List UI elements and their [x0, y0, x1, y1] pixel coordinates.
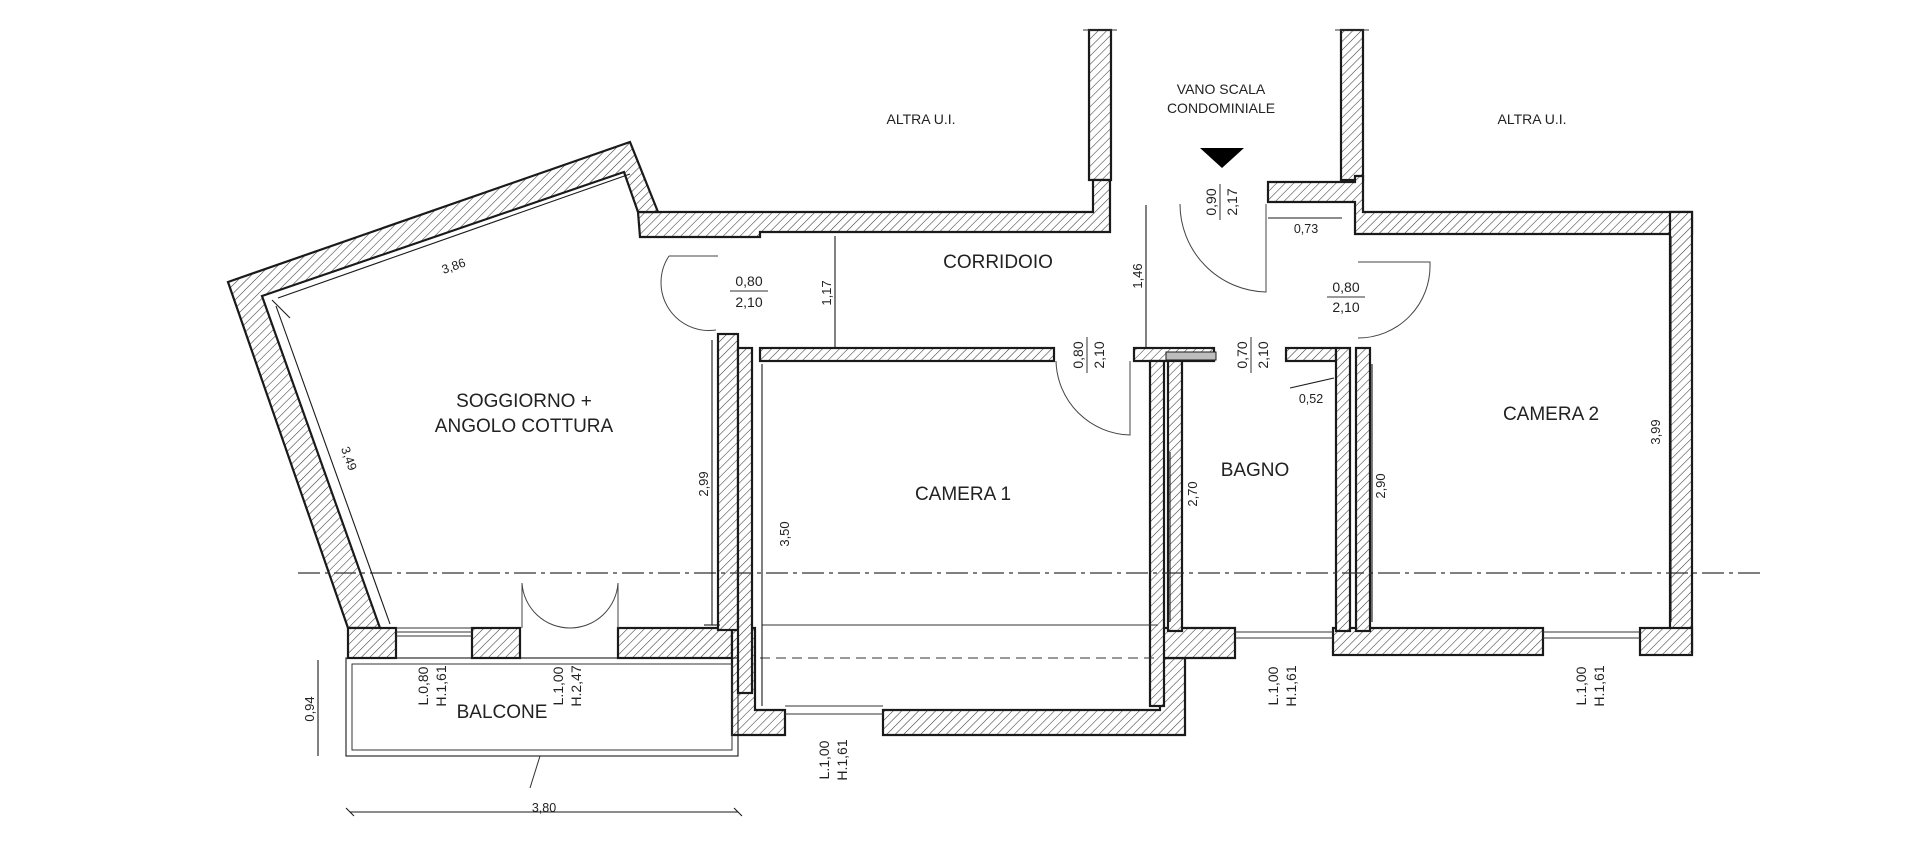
window-camera1-width: L.1,00	[816, 740, 832, 779]
altra-ui-left-label: ALTRA U.I.	[887, 111, 956, 127]
window-soggiorno-height: H.1,61	[433, 665, 449, 706]
room-label-corridoio: CORRIDOIO	[943, 252, 1053, 273]
room-label-soggiorno-line2: ANGOLO COTTURA	[435, 416, 614, 437]
reference-lines	[298, 572, 1760, 659]
door-swings	[521, 203, 1431, 629]
window-soggiorno-width: L.0,80	[415, 666, 431, 705]
dimension-lines	[271, 148, 1672, 817]
door-entrance-width: 0,90	[1203, 188, 1219, 215]
window-bagno-height: H.1,61	[1283, 665, 1299, 706]
window-camera2-height: H.1,61	[1591, 665, 1607, 706]
dim-camera1-height: 3,50	[777, 521, 792, 546]
room-label-bagno: BAGNO	[1221, 460, 1290, 481]
dim-corridoio-entry: 1,46	[1130, 263, 1145, 288]
window-balcone-door-height: H.2,47	[568, 665, 584, 706]
windows	[396, 631, 1640, 715]
door-camera1-height: 2,10	[1091, 341, 1107, 368]
window-camera2-width: L.1,00	[1573, 666, 1589, 705]
entrance-arrow-icon	[1200, 148, 1244, 168]
dim-soggiorno-height: 2,99	[696, 471, 711, 496]
dim-soggiorno-side: 3,49	[338, 445, 359, 473]
room-label-balcone: BALCONE	[457, 702, 548, 723]
dim-camera2-height: 3,99	[1648, 419, 1663, 444]
interior-walls	[716, 332, 1372, 708]
altra-ui-right-label: ALTRA U.I.	[1498, 111, 1567, 127]
dim-camera2-inner-height: 2,90	[1373, 473, 1388, 498]
stairwell-label-line1: VANO SCALA	[1177, 81, 1266, 97]
door-soggiorno-height: 2,10	[735, 294, 762, 310]
door-camera2-height: 2,10	[1332, 299, 1359, 315]
door-camera1-width: 0,80	[1070, 341, 1086, 368]
dim-bagno-height: 2,70	[1185, 481, 1200, 506]
dim-balcone-width: 3,80	[532, 801, 556, 815]
stairwell-label-line2: CONDOMINIALE	[1167, 100, 1275, 116]
dim-corridoio-depth: 1,17	[819, 280, 834, 305]
dim-entry-wall: 0,73	[1294, 222, 1318, 236]
door-entrance-height: 2,17	[1224, 188, 1240, 215]
exterior-walls	[226, 140, 1694, 737]
balcony	[345, 627, 739, 757]
room-label-camera1: CAMERA 1	[915, 484, 1011, 505]
dim-bagno-wall: 0,52	[1299, 392, 1323, 406]
stairwell-walls	[1083, 28, 1369, 182]
door-soggiorno-width: 0,80	[735, 273, 762, 289]
door-camera2-width: 0,80	[1332, 279, 1359, 295]
door-bagno-height: 2,10	[1255, 341, 1271, 368]
window-balcone-door-width: L.1,00	[550, 666, 566, 705]
door-bagno-width: 0,70	[1234, 341, 1250, 368]
window-bagno-width: L.1,00	[1265, 666, 1281, 705]
room-label-camera2: CAMERA 2	[1503, 404, 1599, 425]
room-label-soggiorno-line1: SOGGIORNO +	[456, 391, 592, 412]
window-camera1-height: H.1,61	[834, 739, 850, 780]
dim-balcone-depth: 0,94	[302, 696, 317, 721]
dim-soggiorno-top: 3,86	[440, 256, 468, 277]
